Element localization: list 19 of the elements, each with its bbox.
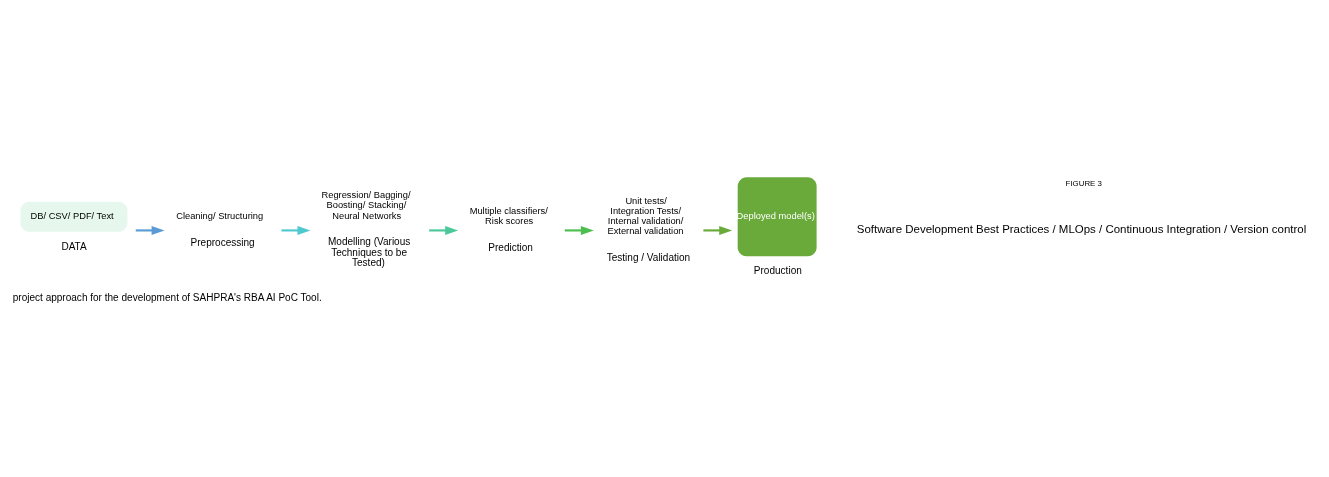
label: FIGURE 3	[1065, 178, 1102, 188]
node-label: Prediction	[488, 241, 533, 253]
arrow	[703, 225, 733, 235]
arrow	[564, 225, 594, 235]
caption: project approach for the development of SAHPRA's RBA AI PoC Tool.	[12, 291, 322, 303]
node-text: Multiple classifiers/ Risk scores	[469, 206, 548, 227]
node-text: Unit tests/ Integration Tests/ Internal validation/ External validation	[607, 196, 684, 237]
arrow	[281, 225, 311, 235]
node-text: Cleaning/ Structuring	[176, 211, 264, 222]
arrow	[429, 225, 459, 235]
node-label: Preprocessing	[190, 236, 255, 248]
node-label: Modelling (Various Techniques to be Tested)	[327, 235, 411, 269]
node-box: DB/ CSV/ PDF/ Text	[20, 201, 128, 232]
node-text: Regression/ Bagging/ Boosting/ Stacking/ Neural Networks	[321, 190, 411, 221]
node-label: Production	[753, 265, 802, 277]
arrow	[135, 225, 165, 235]
node-label: Testing / Validation	[606, 251, 691, 263]
label: Software Development Best Practices / MLOps / Continuous Integration / Version control	[856, 223, 1307, 236]
node-label: DATA	[61, 240, 87, 252]
